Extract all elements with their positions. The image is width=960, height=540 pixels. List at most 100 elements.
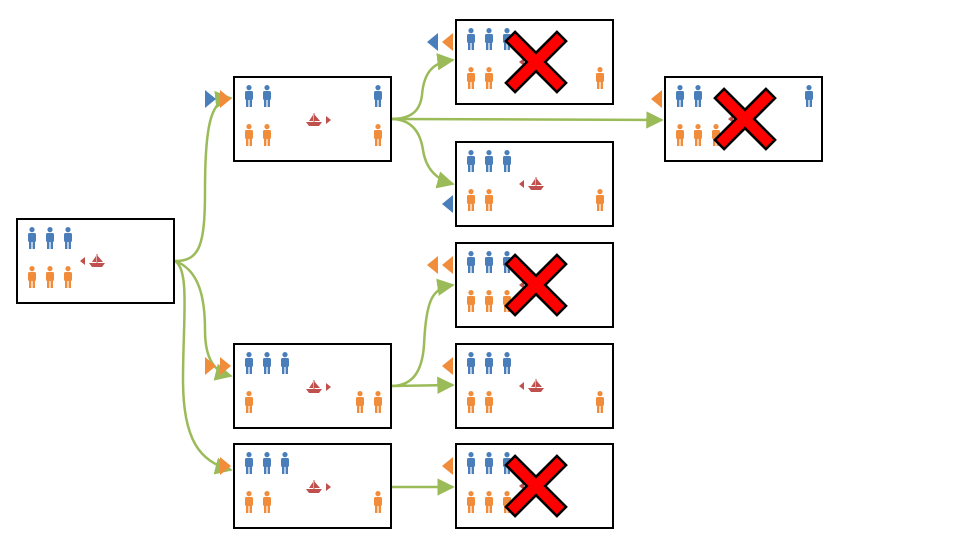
transition-arrow [390,376,455,395]
move-arrow-icon [220,357,231,375]
missionary-icon [485,150,493,172]
move-arrow-icon [651,90,662,108]
move-arrow-icon [427,33,438,51]
missionary-icon [503,352,511,374]
missionary-icon [467,251,475,273]
missionary-icon [245,85,253,107]
missionary-icon [503,150,511,172]
missionary-icon [245,352,253,374]
cannibal-icon [485,290,493,312]
missionary-icon [281,352,289,374]
cannibal-icon [46,266,54,288]
sailboat-icon [306,480,322,493]
move-arrow-icon [205,357,216,375]
move-arrow-icon [205,90,216,108]
state-node-a1 [205,76,392,162]
move-arrow-icon [442,256,453,274]
move-arrow-icon [442,195,453,213]
cannibal-icon [245,391,253,413]
transition-arrow [390,53,455,121]
move-arrow-icon [220,457,231,475]
state-box [16,218,175,304]
boat-direction-icon [519,180,524,188]
state-node-b2 [651,76,823,162]
invalid-x-icon [504,454,568,518]
cannibal-icon [596,189,604,211]
missionary-icon [676,85,684,107]
boat-direction-icon [519,281,524,289]
state-node-b1 [427,19,614,105]
cannibal-icon [374,391,382,413]
cannibal-icon [467,391,475,413]
transition-arrow [174,259,233,475]
missionary-icon [485,352,493,374]
move-arrow-icon [442,357,453,375]
cannibal-icon [467,67,475,89]
cannibal-icon [596,391,604,413]
transition-arrow [390,111,664,129]
missionary-icon [485,251,493,273]
invalid-x-icon [713,87,777,151]
sailboat-icon [528,177,544,190]
cannibal-icon [485,391,493,413]
move-arrow-icon [442,33,453,51]
cannibal-icon [485,189,493,211]
move-arrow-icon [427,256,438,274]
state-box [455,19,614,105]
state-node-start [16,218,175,304]
missionary-icon [28,227,36,249]
boat-direction-icon [326,483,331,491]
cannibal-icon [245,124,253,146]
missionary-icon [694,85,702,107]
cannibal-icon [694,124,702,146]
cannibal-icon [64,266,72,288]
state-nodes [16,19,823,529]
state-node-b6 [442,443,614,529]
state-node-b3 [442,141,614,227]
missionary-icon [485,452,493,474]
missionary-icon [467,150,475,172]
boat-direction-icon [728,115,733,123]
cannibal-icon [356,391,364,413]
sailboat-icon [528,379,544,392]
cannibal-icon [485,67,493,89]
missionary-icon [263,85,271,107]
transition-arrow [390,278,455,388]
cannibal-icon [245,491,253,513]
cannibal-icon [467,189,475,211]
cannibal-icon [485,491,493,513]
cannibal-icon [263,124,271,146]
move-arrow-icon [220,90,231,108]
cannibal-icon [467,290,475,312]
transition-arrow [174,259,233,381]
cannibal-icon [374,124,382,146]
missionary-icon [485,28,493,50]
sailboat-icon [306,380,322,393]
cannibal-icon [596,67,604,89]
cannibal-icon [676,124,684,146]
sailboat-icon [306,113,322,126]
boat-direction-icon [80,257,85,265]
transition-arrow [174,90,233,263]
missionary-icon [467,352,475,374]
boat-direction-icon [519,382,524,390]
move-arrow-icon [442,457,453,475]
missionary-icon [245,452,253,474]
cannibal-icon [467,491,475,513]
state-node-b4 [427,242,614,328]
invalid-x-icon [504,30,568,94]
cannibal-icon [263,491,271,513]
missionary-icon [281,452,289,474]
cannibal-icon [28,266,36,288]
boat-direction-icon [326,383,331,391]
missionary-icon [263,452,271,474]
cannibal-icon [374,491,382,513]
missionary-icon [805,85,813,107]
missionary-icon [467,452,475,474]
boat-direction-icon [519,482,524,490]
missionary-icon [467,28,475,50]
invalid-x-icon [504,253,568,317]
transition-edges [174,53,664,496]
missionary-icon [46,227,54,249]
